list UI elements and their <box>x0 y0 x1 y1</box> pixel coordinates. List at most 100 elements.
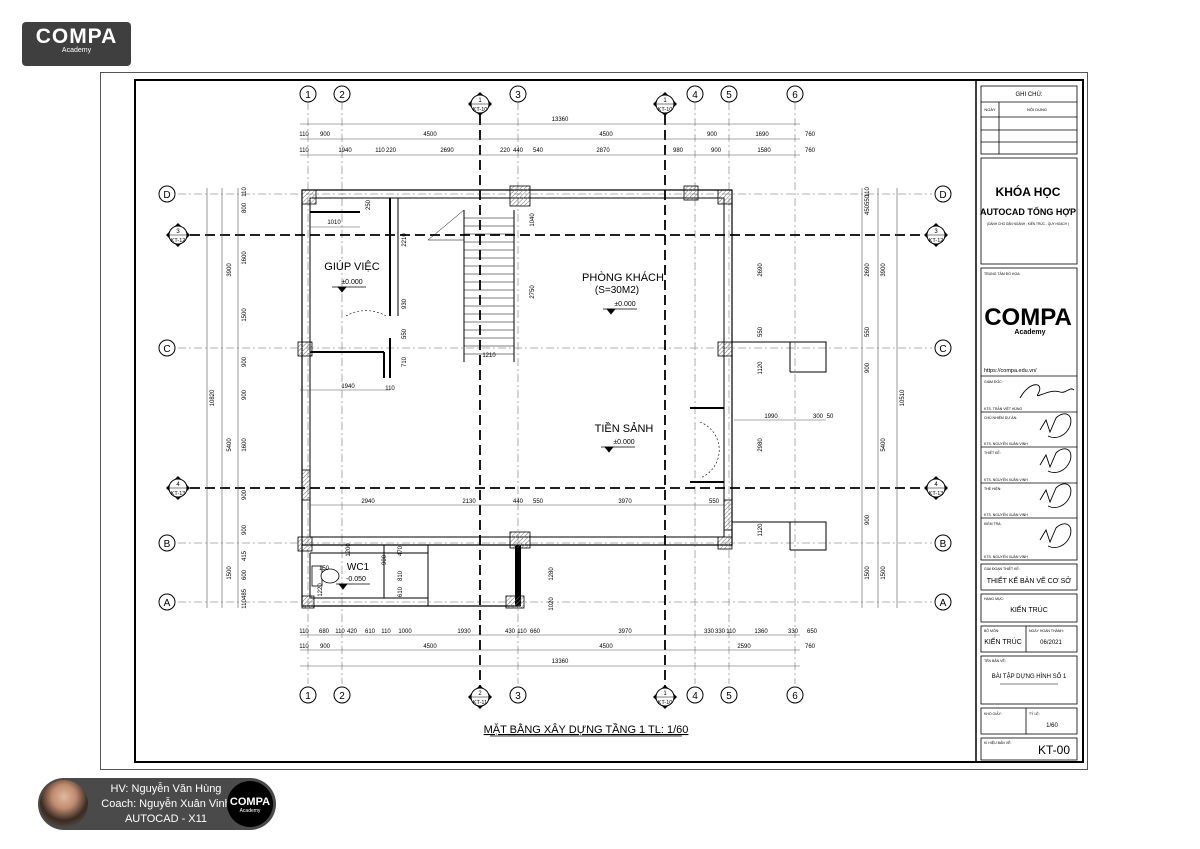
svg-text:KT-10: KT-10 <box>658 700 673 706</box>
svg-text:1: 1 <box>478 98 482 104</box>
svg-text:3: 3 <box>176 229 180 235</box>
tb-scale-label: TỶ LỆ: <box>1029 711 1040 716</box>
dim-int-9: 2750 <box>530 285 536 299</box>
room-wc-name: WC1 <box>347 562 370 573</box>
dim-top-r1-3: 4500 <box>599 132 613 138</box>
svg-text:5: 5 <box>726 90 732 101</box>
svg-text:KT-13: KT-13 <box>929 491 944 497</box>
dim-bot-r1-13: 330 <box>715 629 726 635</box>
svg-text:C: C <box>163 344 170 355</box>
grid-bubble-top-1: 1 <box>299 85 317 103</box>
dim-int-29: 1280 <box>549 567 555 581</box>
svg-text:KT-10: KT-10 <box>658 107 673 113</box>
svg-text:KT-10: KT-10 <box>473 107 488 113</box>
dim-int-13: 1120 <box>758 361 764 375</box>
grid-axes <box>178 102 932 684</box>
dim-int-17: 2980 <box>758 438 764 452</box>
svg-text:KT-11: KT-11 <box>473 700 487 706</box>
svg-text:6: 6 <box>792 691 798 702</box>
grid-bubble-bottom-4: 4 <box>686 686 704 704</box>
dim-int-11: 2690 <box>758 263 764 277</box>
dim-right-outer: 10510 <box>900 389 906 406</box>
dim-left-in-1: 800 <box>242 202 248 213</box>
section-mark-right-lower: 4 KT-13 <box>924 476 948 500</box>
dim-int-19: 2130 <box>462 499 476 505</box>
drawing-title: MẶT BẰNG XÂY DỰNG TẦNG 1 TL: 1/60 <box>484 723 689 736</box>
dim-int-28: 810 <box>398 570 404 581</box>
section-lines <box>190 115 925 688</box>
dim-int-8: 1040 <box>530 213 536 227</box>
tb-brand-tagline: Academy <box>1014 329 1045 336</box>
svg-text:3: 3 <box>515 691 521 702</box>
dim-top-r2-12: 760 <box>805 148 816 154</box>
tb-notes-content: NỘI DUNG <box>1027 107 1047 112</box>
grid-bubble-left-a: A <box>158 593 176 611</box>
grid-bubble-top-6: 6 <box>786 85 804 103</box>
svg-text:KT-12: KT-12 <box>171 238 186 244</box>
svg-text:A: A <box>940 598 947 609</box>
grid-bubble-right-c: C <box>934 339 952 357</box>
tb-course-line2: AUTOCAD TỔNG HỢP <box>980 206 1076 217</box>
dim-right-in-3: 2690 <box>865 263 871 277</box>
section-mark-right-upper: 3 KT-12 <box>924 223 948 247</box>
dim-int-15: 300 <box>813 414 824 420</box>
tb-checker-label: KIỂM TRA: <box>984 521 1001 526</box>
dim-bot-r1-3: 420 <box>347 629 358 635</box>
dim-right-mid-0: 3900 <box>881 263 887 277</box>
grid-bubble-right-a: A <box>934 593 952 611</box>
dim-int-6: 110 <box>385 386 395 392</box>
tb-pm-label: CHỦ NHIỆM DỰ ÁN: <box>984 415 1017 420</box>
dim-bot-r2-0: 110 <box>299 644 309 650</box>
dim-left-outer: 10820 <box>210 389 216 406</box>
dim-top-r2-8: 2870 <box>596 148 610 154</box>
dim-top-r2-6: 440 <box>513 148 524 154</box>
mini-logo-text: COMPA <box>229 796 271 808</box>
svg-text:KT-13: KT-13 <box>171 491 186 497</box>
coach-name: Coach: Nguyễn Xuân Vinh <box>101 798 231 810</box>
tb-pm-name: KTS. NGUYỄN XUÂN VINH <box>984 441 1028 446</box>
dim-bot-r1-1: 680 <box>319 629 330 635</box>
dimension-texts: 13360 110 900 4500 4500 900 1690 760 110… <box>299 117 817 665</box>
dim-right-mid-2: 1500 <box>881 566 887 580</box>
dim-int-10: 1210 <box>482 353 496 359</box>
dim-left-mid-1: 5400 <box>227 438 233 452</box>
tb-course-line1: KHÓA HỌC <box>996 184 1061 199</box>
tb-paper-label: KHỔ GIẤY: <box>984 711 1002 716</box>
dim-int-33: 1220 <box>318 583 324 597</box>
svg-text:1: 1 <box>305 691 311 702</box>
grid-bubble-top-5: 5 <box>720 85 738 103</box>
grid-bubble-bottom-1: 1 <box>299 686 317 704</box>
tb-sheet-no-label: KÍ HIỆU BẢN VẼ: <box>984 740 1011 745</box>
compa-logo: COMPA Academy <box>22 22 131 66</box>
dim-left-in-9: 415 <box>242 550 248 561</box>
grid-bubble-left-c: C <box>158 339 176 357</box>
tb-designer-label: THIẾT KẾ: <box>984 450 1001 455</box>
dim-left-mid-2: 1500 <box>227 566 233 580</box>
dimension-texts-left: 10820 3900 5400 1500 110 800 1600 1500 9… <box>210 187 248 609</box>
svg-text:B: B <box>164 539 171 550</box>
tb-stage-value: THIẾT KẾ BẢN VẼ CƠ SỞ <box>987 575 1072 585</box>
dim-bot-total: 13360 <box>552 659 569 665</box>
dim-top-r2-9: 980 <box>673 148 684 154</box>
logo-text: COMPA <box>35 25 118 48</box>
dim-bot-r1-0: 110 <box>299 629 309 635</box>
svg-text:KT-12: KT-12 <box>929 238 944 244</box>
dim-int-7: 1940 <box>341 384 355 390</box>
tb-category-label: HẠNG MỤC: <box>984 597 1004 601</box>
room-labels: GIÚP VIỆC ±0.000 PHÒNG KHÁCH (S=30M2) ±0… <box>324 260 664 583</box>
interior-dimension-texts: 1010 250 2210 930 550 710 110 1940 1040 … <box>318 199 834 610</box>
tb-date-label: NGÀY HOÀN THÀNH: <box>1029 629 1064 633</box>
dim-bot-r1-8: 430 <box>505 629 516 635</box>
svg-text:A: A <box>164 598 171 609</box>
svg-text:3: 3 <box>934 229 938 235</box>
dim-int-23: 550 <box>709 499 720 505</box>
dim-right-in-0: 110 <box>865 187 871 197</box>
svg-text:4: 4 <box>176 482 180 488</box>
dim-int-24: 1120 <box>758 523 764 537</box>
dim-int-3: 930 <box>402 298 408 309</box>
grid-bubble-left-b: B <box>158 534 176 552</box>
tb-stage-label: GIAI ĐOẠN THIẾT KẾ: <box>984 566 1020 571</box>
student-name: HV: Nguyễn Văn Hùng <box>110 783 222 795</box>
compa-mini-logo: COMPA Academy <box>227 781 273 827</box>
dim-top-r2-3: 220 <box>386 148 397 154</box>
